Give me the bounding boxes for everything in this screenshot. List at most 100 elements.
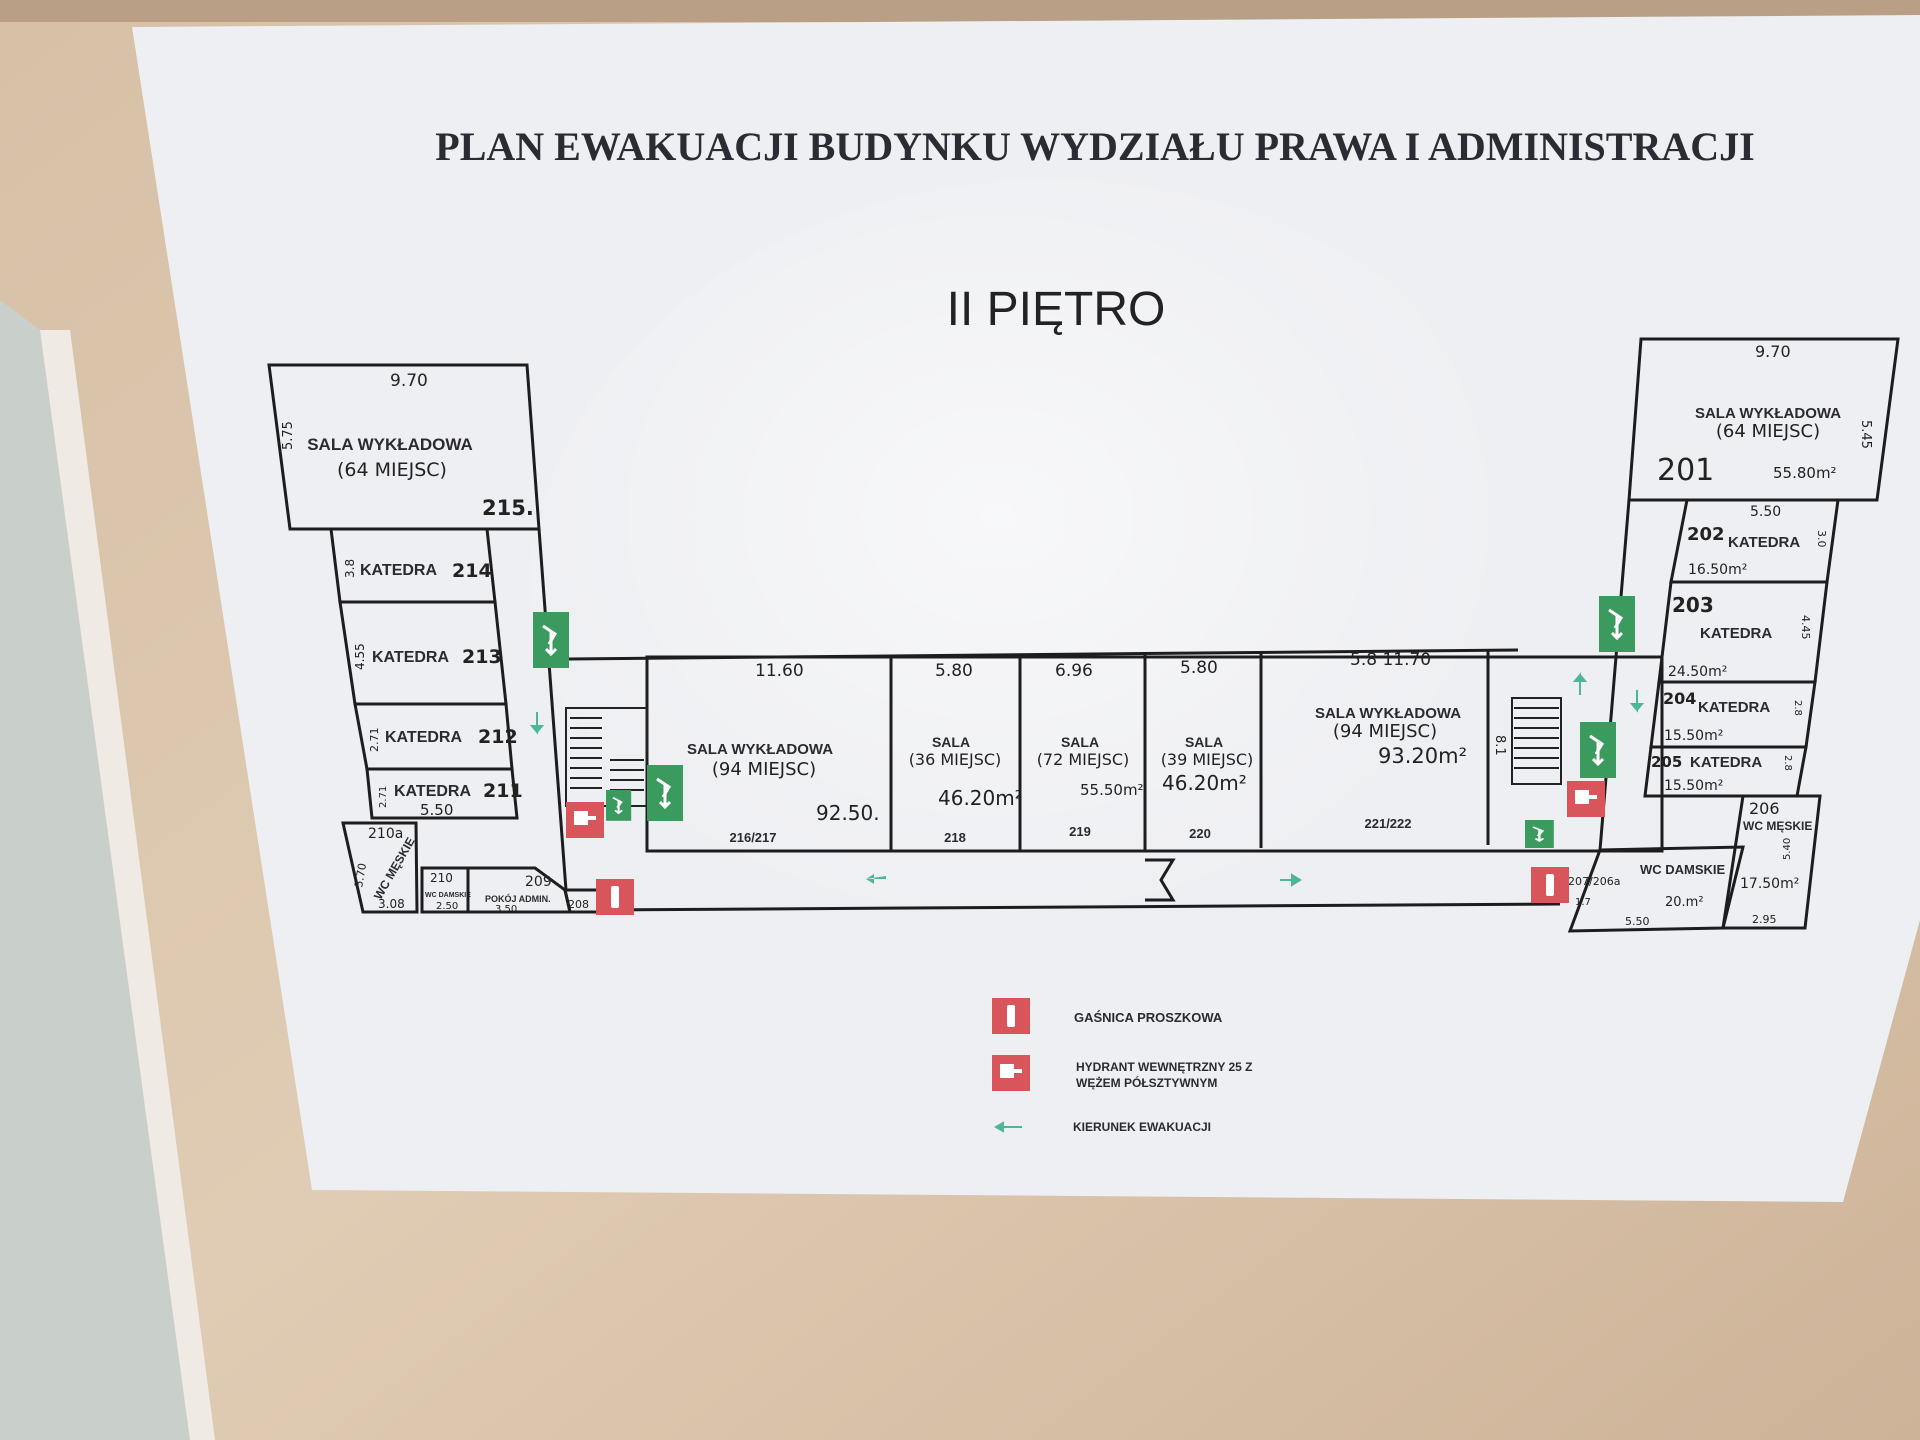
room-202-name: KATEDRA bbox=[1728, 534, 1800, 551]
room-201-seats: (64 MIEJSC) bbox=[1716, 421, 1820, 442]
stairs-right bbox=[1511, 697, 1562, 785]
room-216-name: SALA WYKŁADOWA bbox=[687, 741, 833, 758]
room-204-name: KATEDRA bbox=[1698, 699, 1770, 716]
room-218-seats: (36 MIEJSC) bbox=[909, 750, 1002, 769]
room-207-area: 20.m² bbox=[1665, 895, 1704, 910]
room-221-name: SALA WYKŁADOWA bbox=[1315, 705, 1461, 722]
room-215-name: SALA WYKŁADOWA bbox=[307, 435, 473, 454]
room-211-name: KATEDRA bbox=[394, 783, 471, 800]
room-215-width: 9.70 bbox=[390, 371, 428, 391]
room-219-number: 219 bbox=[1069, 824, 1091, 839]
plan-title: PLAN EWAKUACJI BUDYNKU WYDZIAŁU PRAWA I … bbox=[435, 124, 1754, 169]
legend-hydrant-label-2: WĘŻEM PÓŁSZTYWNYM bbox=[1076, 1075, 1217, 1090]
fire-extinguisher-icon bbox=[1531, 867, 1569, 903]
room-209-name: POKÓJ ADMIN. bbox=[485, 893, 551, 904]
room-207-width: 5.50 bbox=[1625, 915, 1650, 928]
legend-hydrant-label-1: HYDRANT WEWNĘTRZNY 25 Z bbox=[1076, 1060, 1252, 1074]
room-211-width: 5.50 bbox=[420, 801, 453, 819]
room-203-area: 24.50m² bbox=[1668, 664, 1727, 680]
room-201-area: 55.80m² bbox=[1773, 464, 1837, 482]
room-206-number: 206 bbox=[1749, 799, 1780, 818]
arrow-down-icon bbox=[529, 712, 545, 735]
room-218-area: 46.20m² bbox=[938, 786, 1023, 810]
legend-extinguisher-label: GAŚNICA PROSZKOWA bbox=[1074, 1010, 1223, 1025]
room-205-height: 2.8 bbox=[1782, 755, 1793, 771]
room-219-name: SALA bbox=[1061, 734, 1099, 750]
room-218-name: SALA bbox=[932, 734, 970, 750]
room-206-width: 2.95 bbox=[1752, 913, 1777, 926]
fire-extinguisher-icon bbox=[992, 998, 1030, 1034]
room-210a-dim: 5.70 bbox=[352, 862, 369, 888]
room-202-width: 5.50 bbox=[1750, 504, 1781, 520]
room-219-area: 55.50m² bbox=[1080, 781, 1144, 799]
room-212-dim: 2.71 bbox=[368, 728, 381, 753]
room-203-height: 4.45 bbox=[1799, 615, 1812, 640]
top-frame bbox=[0, 0, 1920, 22]
room-215-number: 215. bbox=[482, 496, 534, 520]
room-221-dim: 5.8 11.70 bbox=[1350, 650, 1431, 670]
arrow-right-icon bbox=[1280, 873, 1302, 887]
room-203-name: KATEDRA bbox=[1700, 625, 1772, 642]
room-215-height: 5.75 bbox=[281, 421, 296, 450]
room-206-height: 5.40 bbox=[1782, 838, 1793, 860]
room-213-number: 213 bbox=[462, 646, 502, 668]
room-214-number: 214 bbox=[452, 560, 492, 582]
room-201-number: 201 bbox=[1657, 453, 1714, 488]
window bbox=[0, 300, 190, 1440]
room-201-width: 9.70 bbox=[1755, 342, 1791, 361]
room-209-width: 3.50 bbox=[495, 904, 517, 915]
room-221-area: 93.20m² bbox=[1378, 744, 1467, 768]
room-221-number: 221/222 bbox=[1365, 816, 1412, 831]
arrow-left-icon bbox=[866, 874, 886, 884]
room-210a-width: 3.08 bbox=[378, 897, 405, 911]
room-207-number: 207/206a bbox=[1568, 875, 1620, 888]
room-206-area: 17.50m² bbox=[1740, 876, 1799, 892]
glare bbox=[530, 180, 1570, 1020]
room-220-number: 220 bbox=[1189, 826, 1211, 841]
room-202-height: 3.0 bbox=[1815, 530, 1828, 548]
room-212-number: 212 bbox=[478, 726, 518, 748]
room-216-seats: (94 MIEJSC) bbox=[712, 759, 816, 780]
room-207-name: WC DAMSKIE bbox=[1640, 862, 1726, 877]
room-213-name: KATEDRA bbox=[372, 649, 449, 666]
arrow-up-icon bbox=[1572, 672, 1588, 695]
room-215-seats: (64 MIEJSC) bbox=[337, 459, 447, 481]
room-210a-number: 210a bbox=[368, 826, 403, 842]
evacuation-arrows bbox=[529, 672, 1645, 887]
room-202-area: 16.50m² bbox=[1688, 562, 1747, 578]
emergency-exit-sign-icon bbox=[531, 610, 571, 670]
room-219-seats: (72 MIEJSC) bbox=[1037, 750, 1130, 769]
floor-label: II PIĘTRO bbox=[947, 283, 1166, 336]
room-201-height: 5.45 bbox=[1858, 420, 1873, 449]
left-wing: SALA WYKŁADOWA (64 MIEJSC) 215. 9.70 5.7… bbox=[267, 363, 600, 915]
room-220-dim: 5.80 bbox=[1180, 658, 1218, 678]
room-207-height: 1.7 bbox=[1575, 897, 1591, 908]
room-221-seats: (94 MIEJSC) bbox=[1333, 721, 1437, 742]
room-220-name: SALA bbox=[1185, 734, 1223, 750]
room-211-number: 211 bbox=[483, 780, 523, 802]
hydrant-icon bbox=[992, 1055, 1030, 1091]
hydrant-icon bbox=[1567, 781, 1605, 817]
room-201-name: SALA WYKŁADOWA bbox=[1695, 405, 1841, 422]
room-205-area: 15.50m² bbox=[1664, 778, 1723, 794]
emergency-exit-sign-icon bbox=[1597, 594, 1637, 654]
room-202-number: 202 bbox=[1687, 524, 1725, 545]
room-211-dim: 2.71 bbox=[378, 786, 389, 808]
room-205-name: KATEDRA bbox=[1690, 754, 1762, 771]
emergency-exit-sign-icon bbox=[645, 763, 685, 823]
room-204-number: 204 bbox=[1663, 689, 1696, 708]
room-206-name: WC MĘSKIE bbox=[1743, 819, 1812, 833]
room-204-height: 2.8 bbox=[1792, 700, 1803, 716]
room-210-number: 210 bbox=[430, 871, 453, 885]
room-218-number: 218 bbox=[944, 830, 966, 845]
fire-extinguisher-icon bbox=[596, 879, 634, 915]
room-220-area: 46.20m² bbox=[1162, 771, 1247, 795]
evacuation-arrow-icon bbox=[993, 1121, 1022, 1133]
room-204-area: 15.50m² bbox=[1664, 728, 1723, 744]
room-212-name: KATEDRA bbox=[385, 729, 462, 746]
room-214-name: KATEDRA bbox=[360, 562, 437, 579]
room-203-number: 203 bbox=[1672, 593, 1714, 617]
room-220-seats: (39 MIEJSC) bbox=[1161, 750, 1254, 769]
legend: GAŚNICA PROSZKOWA HYDRANT WEWNĘTRZNY 25 … bbox=[992, 998, 1252, 1134]
right-wing: SALA WYKŁADOWA (64 MIEJSC) 201 55.80m² 9… bbox=[1567, 337, 1900, 933]
